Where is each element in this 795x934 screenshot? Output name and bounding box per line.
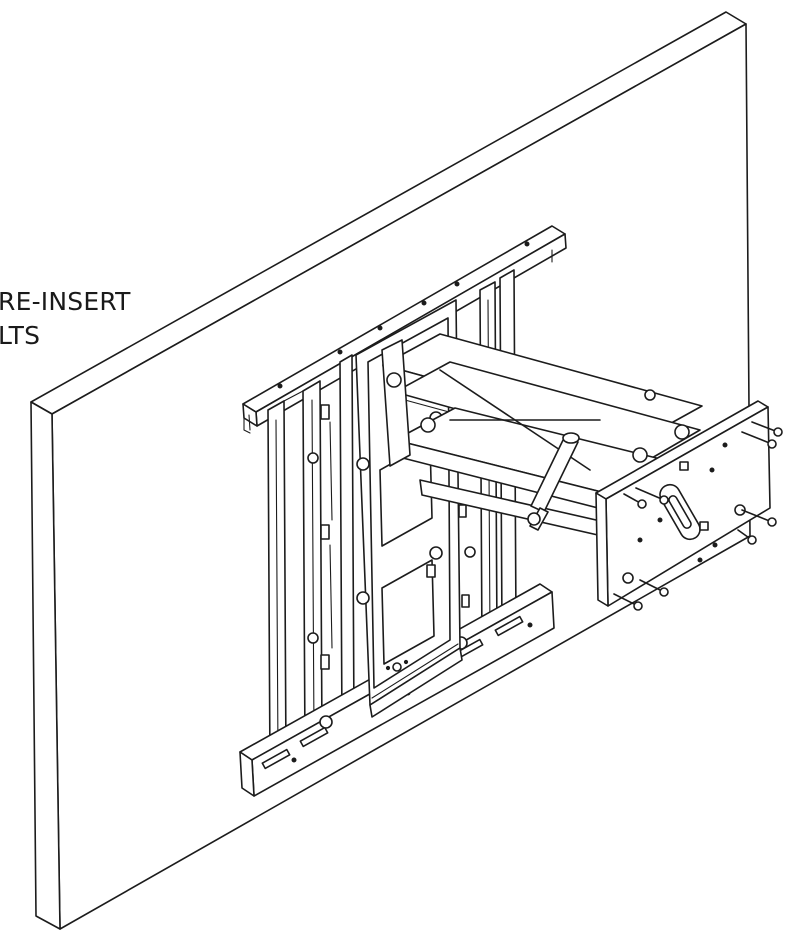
tv-interface-plate <box>595 400 771 607</box>
instruction-label-line-2: LTS <box>0 321 41 350</box>
gas-spring-cylinder <box>527 432 580 531</box>
tv-mounting-bolts <box>613 421 783 611</box>
instruction-label-line-1: RE-INSERT <box>0 287 131 316</box>
